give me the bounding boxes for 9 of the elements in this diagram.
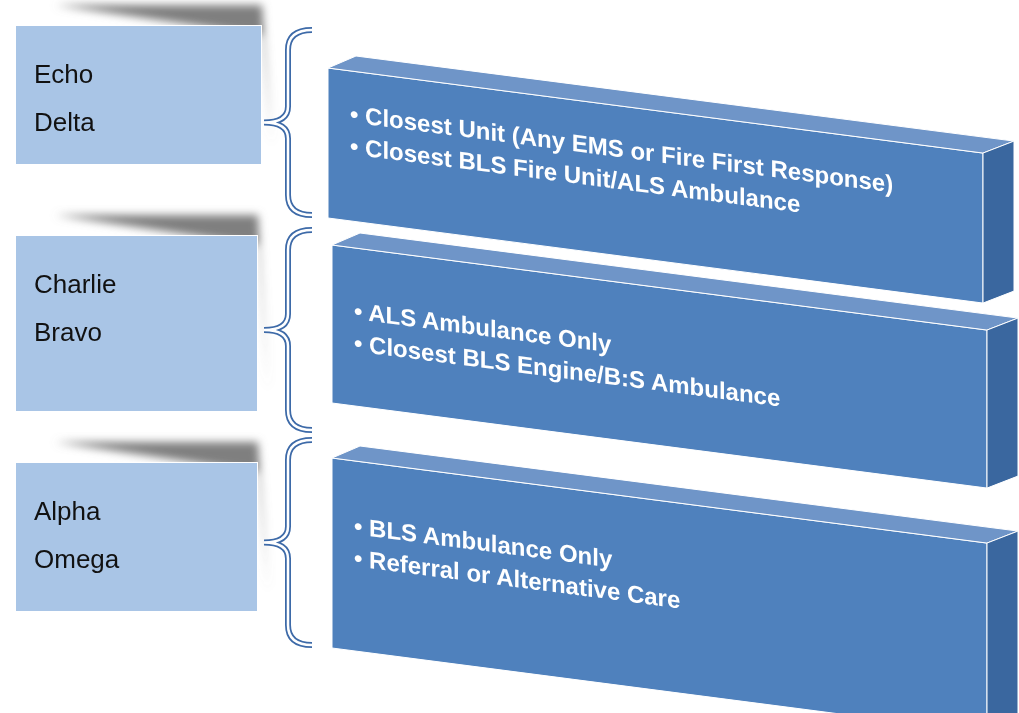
category-label: Alpha	[34, 495, 102, 528]
category-label: Omega	[34, 543, 121, 576]
category-label: Delta	[34, 106, 96, 139]
category-box	[15, 25, 262, 165]
category-label: Charlie	[34, 268, 118, 301]
category-label: Bravo	[34, 316, 103, 349]
category-box	[15, 235, 258, 412]
category-box	[15, 462, 258, 612]
category-label: Echo	[34, 58, 95, 91]
